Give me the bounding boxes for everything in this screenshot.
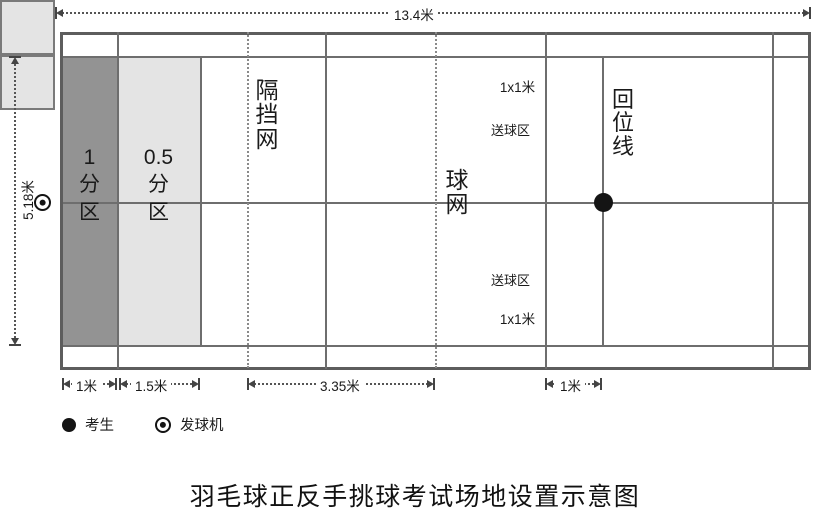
return-line-char-2: 位 xyxy=(611,110,634,136)
legend-candidate-label: 考生 xyxy=(85,418,114,434)
return-line-label: 回 位 线 xyxy=(606,88,640,158)
main-net-line xyxy=(435,32,437,368)
arrow-right-icon xyxy=(109,380,116,388)
return-line-char-1: 回 xyxy=(611,87,634,112)
court-line-bottom-baseline xyxy=(60,367,811,370)
arrow-left-icon xyxy=(120,380,127,388)
arrow-right-icon xyxy=(192,380,199,388)
arrow-left-icon xyxy=(248,380,255,388)
court-line-short-service-left xyxy=(117,32,119,369)
dimension-mid-span-label: 3.35米 xyxy=(316,375,364,395)
return-line-char-3: 线 xyxy=(611,133,634,159)
legend-server-machine-label: 发球机 xyxy=(180,418,224,434)
court-line-center-service-left xyxy=(200,56,202,346)
dimension-line xyxy=(14,56,16,346)
delivery-zone-top-caption: 送球区 xyxy=(491,123,531,138)
barrier-net-line xyxy=(247,32,249,368)
dimension-cap-bottom xyxy=(9,344,21,346)
arrow-right-icon xyxy=(803,9,810,17)
court-line-right-boundary xyxy=(808,32,811,369)
dimension-cap-right xyxy=(600,378,602,390)
delivery-zone-bottom-box-label: 1x1米 xyxy=(499,311,536,327)
dimension-one-point-zone-label: 1米 xyxy=(72,375,102,395)
barrier-net-char-3: 网 xyxy=(255,125,279,152)
barrier-net-char-2: 挡 xyxy=(255,101,279,128)
main-net-char-2: 网 xyxy=(445,191,469,218)
court-line-left-boundary xyxy=(60,32,63,369)
delivery-zone-top-box xyxy=(0,0,55,55)
server-machine-legend-icon xyxy=(155,416,171,433)
server-machine-legend-core xyxy=(159,421,167,428)
delivery-zone-bottom-box xyxy=(0,55,55,110)
barrier-net-char-1: 隔 xyxy=(255,77,279,103)
server-machine-core xyxy=(39,199,46,206)
delivery-zone-bottom-caption: 送球区 xyxy=(491,273,531,288)
arrow-right-icon xyxy=(594,380,601,388)
half-point-zone-char-2: 区 xyxy=(148,200,169,224)
dimension-cap-right xyxy=(115,378,117,390)
legend-server-machine: 发球机 xyxy=(155,414,224,435)
dimension-cap-right xyxy=(198,378,200,390)
candidate-marker xyxy=(594,193,613,212)
half-point-zone-fill xyxy=(117,57,200,345)
court-line-right-service xyxy=(545,32,547,369)
main-net-label: 球 网 xyxy=(440,168,474,217)
arrow-left-icon xyxy=(63,380,70,388)
arrow-left-icon xyxy=(546,380,553,388)
dimension-court-length-label: 13.4米 xyxy=(390,4,438,24)
one-point-zone-fill xyxy=(62,57,117,345)
half-point-zone-label: 0.5 分 区 xyxy=(117,130,200,240)
main-net-char-1: 球 xyxy=(445,167,469,193)
half-point-zone-value: 0.5 xyxy=(143,146,174,170)
dimension-court-width xyxy=(9,56,21,346)
legend-candidate: 考生 xyxy=(62,414,114,435)
one-point-zone-value: 1 xyxy=(83,146,96,170)
delivery-zone-top-box-label: 1x1米 xyxy=(499,79,536,95)
figure-caption: 羽毛球正反手挑球考试场地设置示意图 xyxy=(189,484,641,511)
arrow-left-icon xyxy=(56,9,63,17)
dimension-cap-right xyxy=(809,7,811,19)
dimension-return-span-label: 1米 xyxy=(556,375,586,395)
court-line-left-service xyxy=(325,32,327,369)
barrier-net-label: 隔 挡 网 xyxy=(250,77,284,152)
dimension-half-point-zone-label: 1.5米 xyxy=(131,375,172,395)
half-point-zone-char-1: 分 xyxy=(148,173,169,197)
one-point-zone-char-2: 区 xyxy=(79,200,100,224)
candidate-legend-icon xyxy=(62,417,76,432)
one-point-zone-char-1: 分 xyxy=(79,173,100,197)
court-line-short-service-right xyxy=(772,32,774,369)
server-machine-marker xyxy=(34,194,51,211)
arrow-up-icon xyxy=(11,57,19,64)
arrow-right-icon xyxy=(427,380,434,388)
dimension-cap-right xyxy=(433,378,435,390)
one-point-zone-label: 1 分 区 xyxy=(62,130,117,240)
arrow-down-icon xyxy=(11,338,19,345)
